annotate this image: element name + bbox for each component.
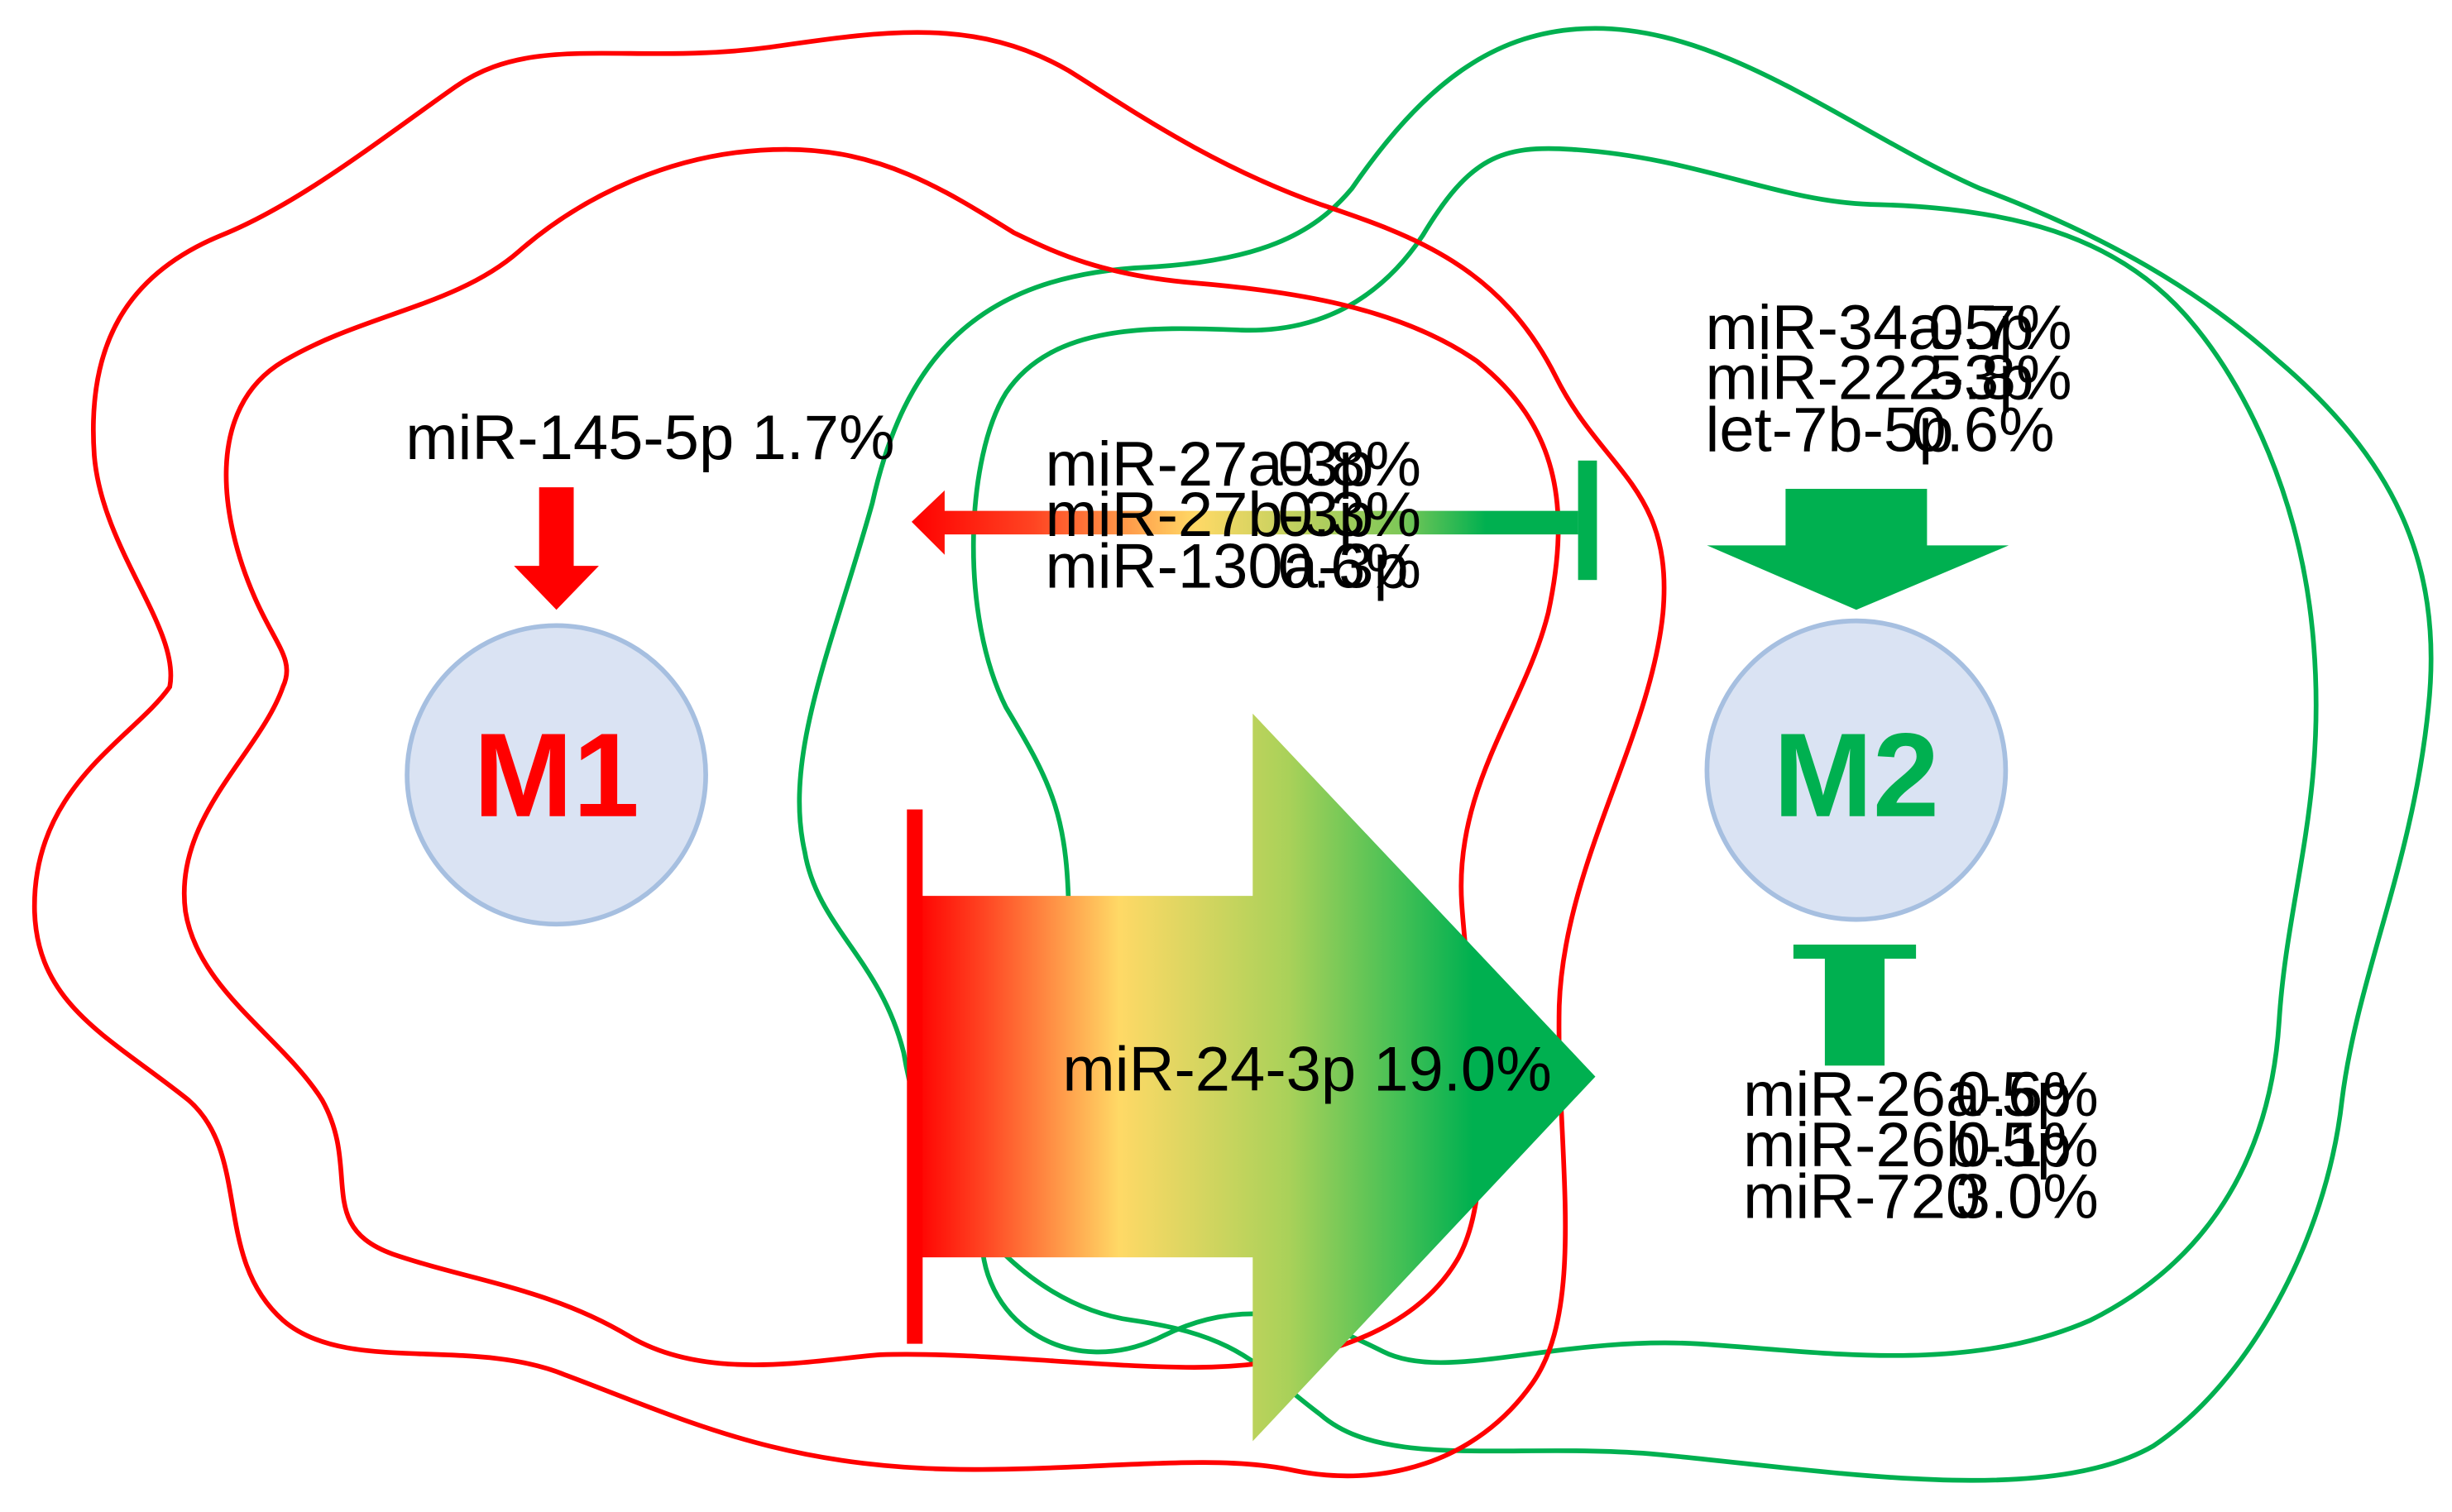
m2-to-m1-value-0: 0.8% <box>1278 429 1421 500</box>
m2-label: M2 <box>1774 708 1940 842</box>
m2-input-value-0: 0.7% <box>1928 293 2071 363</box>
m2-cell-outline-outer <box>797 26 2434 1483</box>
m2-input-name-1: miR-222-3p <box>1706 343 2034 414</box>
m2-inhibitor-name-2: miR-720 <box>1743 1162 1980 1232</box>
m2-input-list: miR-34a-5p 0.7% miR-222-3p 5.8% let-7b-5… <box>1706 293 2072 465</box>
m2-to-m1-name-0: miR-27a-3p <box>1046 429 1374 500</box>
m1-input-label: miR-145-5p 1.7% <box>405 403 894 473</box>
m2-to-m1-bar-start-icon <box>1578 460 1597 581</box>
m1-to-m2-label: miR-24-3p 19.0% <box>1062 1035 1551 1105</box>
m2-inhibitor-value-0: 0.6% <box>1956 1060 2099 1130</box>
m2-inhibitor-value-1: 0.1% <box>1956 1110 2099 1180</box>
m1-circle <box>405 623 708 927</box>
m2-to-m1-name-1: miR-27b-3p <box>1046 480 1374 550</box>
m2-inhibitor-list: miR-26a-5p 0.6% miR-26b-5p 0.1% miR-720 … <box>1743 1060 2099 1232</box>
m2-to-m1-value-1: 0.3% <box>1278 480 1421 550</box>
m1-activation-arrow-icon <box>514 487 599 610</box>
m2-input-name-2: let-7b-5p <box>1706 395 1954 465</box>
m2-activation-arrow-icon <box>1707 489 2009 610</box>
m2-to-m1-list: miR-27a-3p 0.8% miR-27b-3p 0.3% miR-130a… <box>1046 429 1421 602</box>
m1-cell-outline-inner <box>181 146 1561 1370</box>
m2-to-m1-value-2: 0.6% <box>1278 532 1421 602</box>
m2-inhibitor-name-1: miR-26b-5p <box>1743 1110 2071 1180</box>
m2-to-m1-name-2: miR-130a-3p <box>1046 532 1409 602</box>
m2-cell-outline-inner <box>970 146 2319 1366</box>
m2-circle <box>1704 618 2009 922</box>
m2-inhibitor-name-0: miR-26a-5p <box>1743 1060 2071 1130</box>
m2-to-m1-arrow-icon <box>912 490 1578 555</box>
m2-inhibitor-value-2: 3.0% <box>1956 1162 2099 1232</box>
m1-label: M1 <box>473 708 639 842</box>
m1-to-m2-arrow-icon <box>916 713 1596 1442</box>
m2-inhibition-bar-icon <box>1793 945 1917 1066</box>
m2-input-value-2: 0.6% <box>1911 395 2054 465</box>
m1-to-m2-bar-start-icon <box>907 809 923 1344</box>
m1-cell-outline-outer <box>31 30 1667 1479</box>
m2-input-name-0: miR-34a-5p <box>1706 293 2034 363</box>
m2-input-value-1: 5.8% <box>1928 343 2071 414</box>
